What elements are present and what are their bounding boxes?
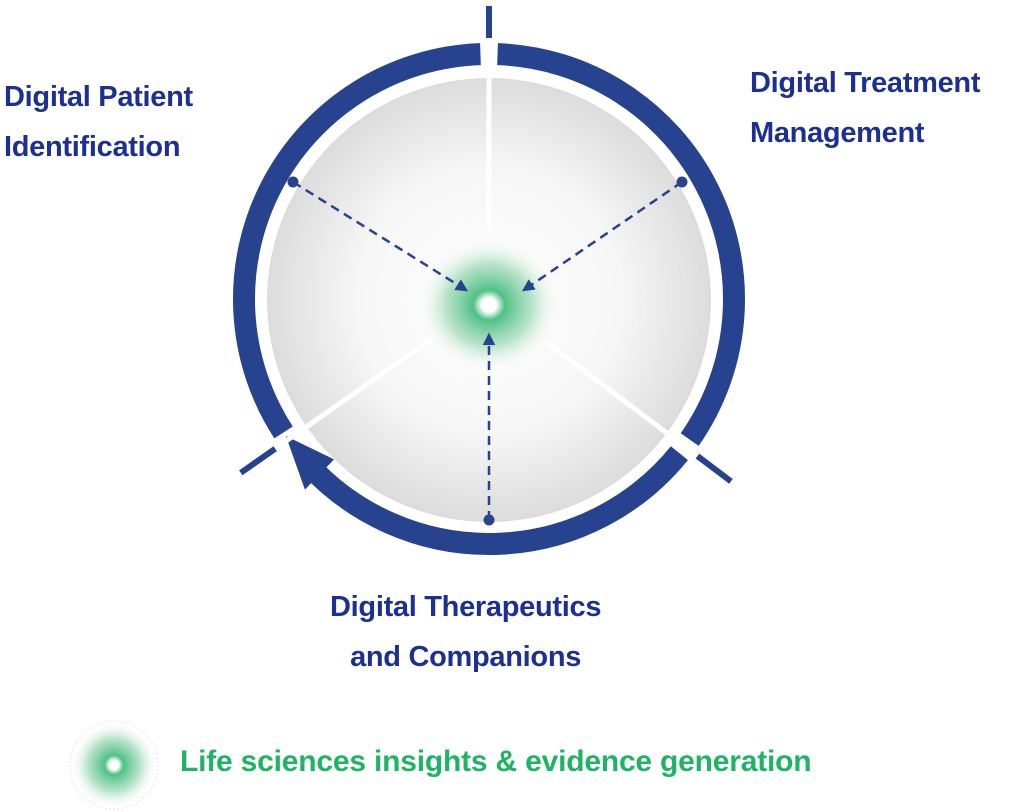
spokes — [239, 6, 733, 484]
spoke-tick — [239, 446, 277, 476]
ring-arc — [233, 43, 481, 439]
segment-label-therapeutics: Digital Therapeutics and Companions — [330, 582, 601, 682]
segment-label-patient-identification: Digital Patient Identification — [4, 72, 193, 172]
flow-arrow — [292, 180, 469, 292]
flow-arrow — [521, 180, 683, 292]
ring-arc — [301, 446, 688, 555]
ring-arrowhead-icon — [285, 436, 335, 490]
legend-label: Life sciences insights & evidence genera… — [180, 745, 812, 778]
spoke-tick — [695, 453, 733, 484]
cycle-ring — [233, 43, 745, 555]
segment-label-treatment-management: Digital Treatment Management — [750, 58, 980, 158]
flows — [287, 176, 688, 526]
spoke-divider — [543, 339, 690, 451]
label-line: Digital Therapeutics — [330, 591, 602, 623]
label-line: Management — [750, 117, 925, 149]
label-line: Identification — [4, 131, 181, 163]
label-line: Digital Treatment — [750, 67, 981, 99]
insight-core-glow — [417, 237, 561, 373]
label-line: and Companions — [350, 641, 582, 673]
spoke-divider — [283, 337, 434, 444]
label-line: Digital Patient — [4, 81, 193, 113]
ring-arc — [497, 43, 745, 446]
legend-glow-icon — [69, 720, 159, 810]
